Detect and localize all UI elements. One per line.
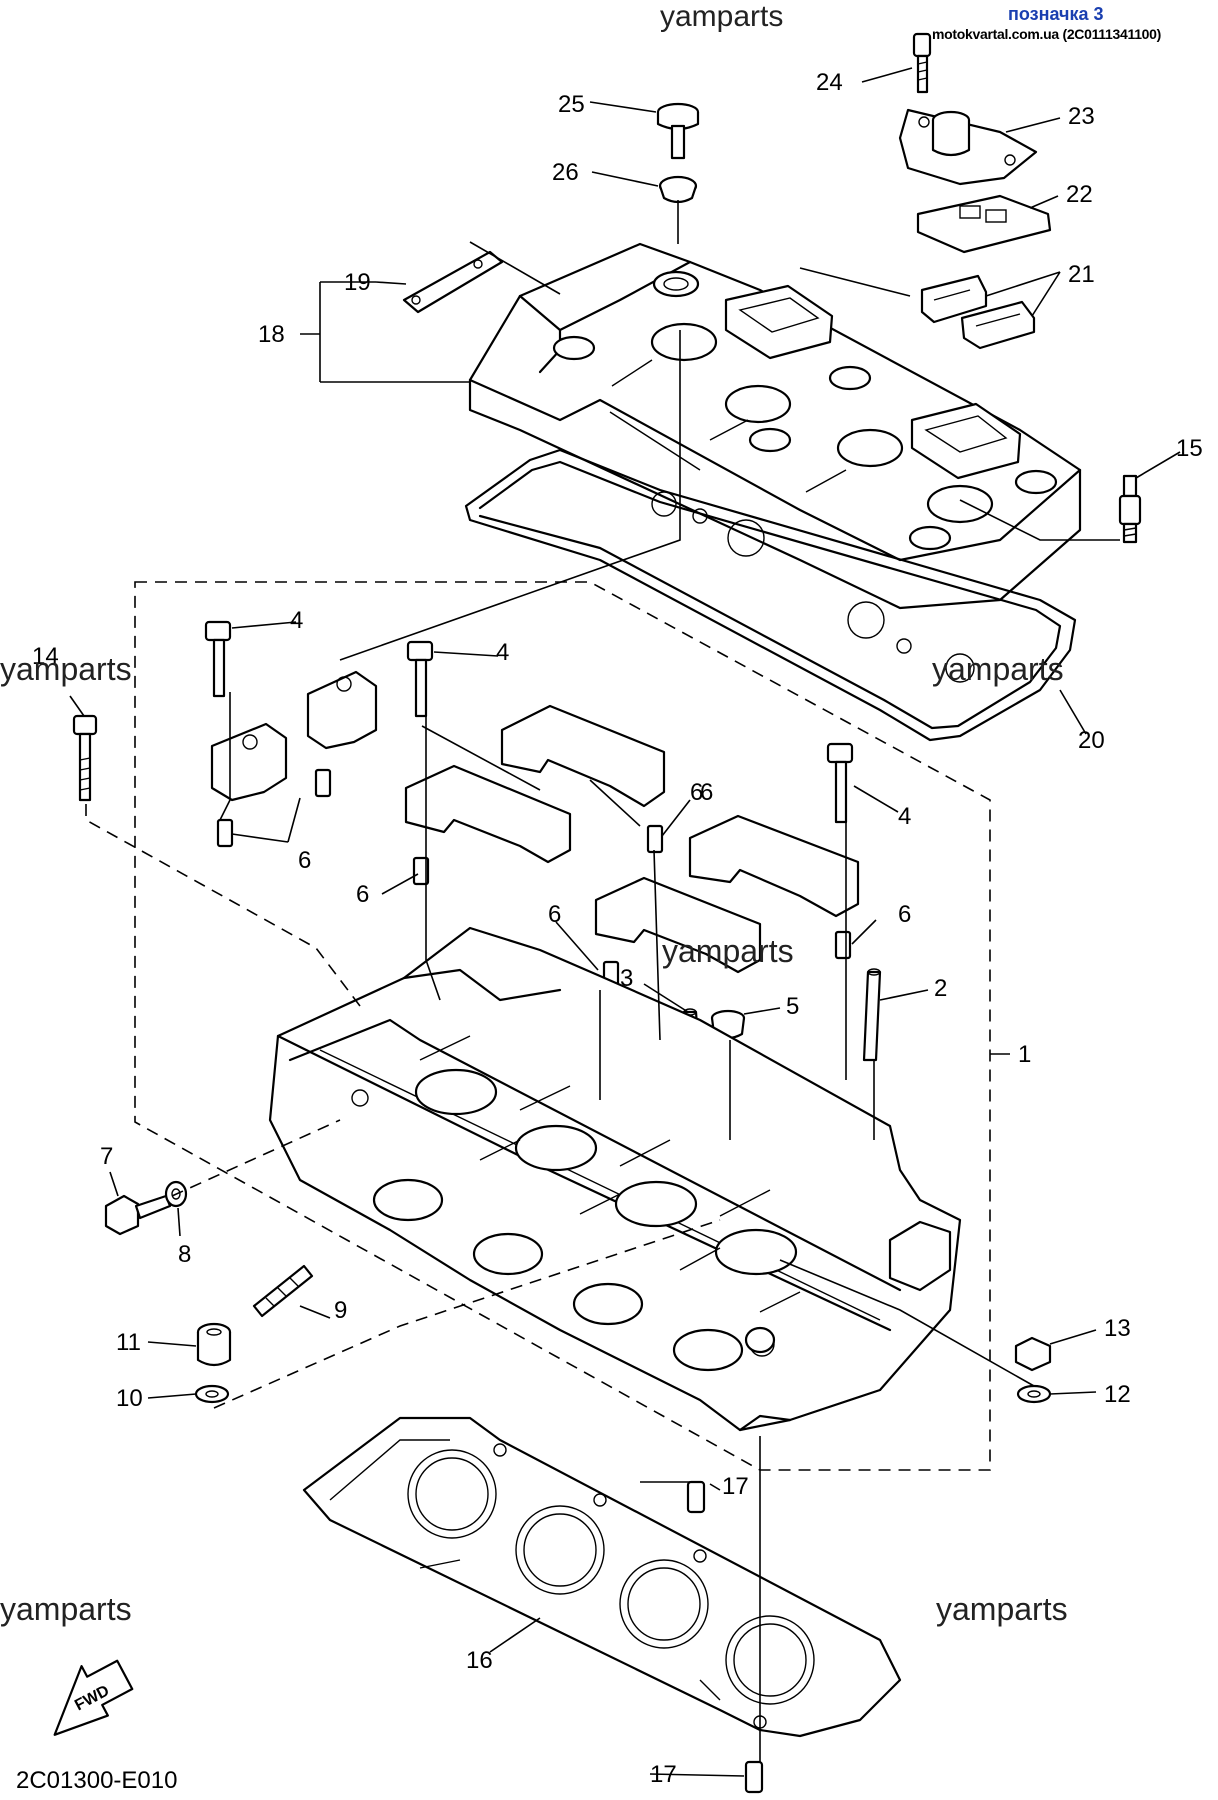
callout-6d: 6 xyxy=(548,901,561,928)
part-9-stud xyxy=(252,1264,314,1318)
callout-8: 8 xyxy=(178,1241,191,1268)
callout-26: 26 xyxy=(552,159,579,186)
part-19-plate xyxy=(402,250,504,314)
callout-14: 14 xyxy=(32,643,59,670)
part-15-spark-plug xyxy=(1118,474,1142,544)
callout-4b: 4 xyxy=(496,639,509,666)
part-14-bolt xyxy=(72,714,98,802)
callout-6e: 6 xyxy=(898,901,911,928)
callout-17b: 17 xyxy=(650,1761,677,1788)
part-4-bolt-c xyxy=(826,742,854,824)
callout-6a: 6 xyxy=(298,847,311,874)
callout-19: 19 xyxy=(344,269,371,296)
leader-lines xyxy=(69,67,1181,1777)
callout-21: 21 xyxy=(1068,261,1095,288)
watermark-left-mid: yamparts xyxy=(0,651,132,687)
part-17-dowels xyxy=(686,1480,764,1794)
callout-22: 22 xyxy=(1066,181,1093,208)
callout-7: 7 xyxy=(100,1143,113,1170)
watermark-top: yamparts xyxy=(660,0,784,33)
callout-11: 11 xyxy=(116,1329,141,1356)
callout-15: 15 xyxy=(1176,435,1203,462)
part-2-pipe xyxy=(862,968,882,1062)
callout-10: 10 xyxy=(116,1385,143,1412)
watermark-right-mid: yamparts xyxy=(932,651,1064,687)
part-12-washer xyxy=(1016,1384,1052,1404)
callout-17a: 17 xyxy=(722,1473,749,1500)
diagram-label: позначка 3 xyxy=(1008,4,1104,24)
source-reference: motokvartal.com.ua (2C0111341100) xyxy=(932,26,1162,42)
callout-16: 16 xyxy=(466,1647,493,1674)
part-11-collar xyxy=(196,1322,232,1367)
callout-4c: 4 xyxy=(898,803,911,830)
part-1-cylinder-head xyxy=(268,926,962,1432)
callout-24: 24 xyxy=(816,69,843,96)
callout-13: 13 xyxy=(1104,1315,1131,1342)
part-7-bolt xyxy=(104,1194,172,1236)
watermark-center: yamparts xyxy=(662,933,794,969)
callout-1: 1 xyxy=(1018,1041,1031,1068)
callout-20: 20 xyxy=(1078,727,1105,754)
part-22-reed-plate xyxy=(916,194,1052,254)
part-4-bolt-a xyxy=(204,620,232,698)
callouts: 1 2 3 4 4 4 5 6 6 6 6 6 7 8 9 10 11 12 1… xyxy=(32,69,1203,1788)
callout-12: 12 xyxy=(1104,1381,1131,1408)
cam-cap-1 xyxy=(500,704,666,808)
forward-arrow: FWD xyxy=(53,1659,134,1736)
callout-18: 18 xyxy=(258,321,285,348)
callout-6f: 6 xyxy=(700,779,713,806)
cam-cap-small-left xyxy=(210,722,288,802)
callout-6c: 6 xyxy=(690,779,703,806)
watermark-right-bottom: yamparts xyxy=(936,1591,1068,1627)
part-4-bolt-b xyxy=(406,640,434,718)
part-23-cover-plate xyxy=(898,108,1038,186)
cam-cap-4 xyxy=(594,876,762,974)
part-25-cap-bolt xyxy=(656,102,700,160)
callout-5: 5 xyxy=(786,993,799,1020)
part-16-head-gasket xyxy=(302,1416,902,1738)
part-18-valve-cover xyxy=(468,242,1082,610)
callout-6b: 6 xyxy=(356,881,369,908)
part-24-bolt xyxy=(912,32,932,94)
watermark-left-bottom: yamparts xyxy=(0,1591,132,1627)
callout-23: 23 xyxy=(1068,103,1095,130)
callout-3: 3 xyxy=(620,965,633,992)
cam-cap-3 xyxy=(688,814,860,918)
callout-4a: 4 xyxy=(290,607,303,634)
part-26-grommet xyxy=(658,175,698,204)
watermarks: yamparts yamparts yamparts yamparts yamp… xyxy=(0,651,1068,1627)
part-13-nut xyxy=(1014,1336,1052,1372)
cam-cap-small-right xyxy=(306,670,378,750)
cam-cap-2 xyxy=(404,764,572,864)
diagram-code: 2C01300-E010 xyxy=(16,1767,177,1794)
part-20-cover-gasket xyxy=(464,448,1077,742)
part-21-reed-valves xyxy=(920,274,1036,350)
callout-25: 25 xyxy=(558,91,585,118)
part-10-washer xyxy=(194,1384,230,1404)
callout-2: 2 xyxy=(934,975,947,1002)
callout-9: 9 xyxy=(334,1297,347,1324)
assembly-boundary xyxy=(134,581,991,1471)
